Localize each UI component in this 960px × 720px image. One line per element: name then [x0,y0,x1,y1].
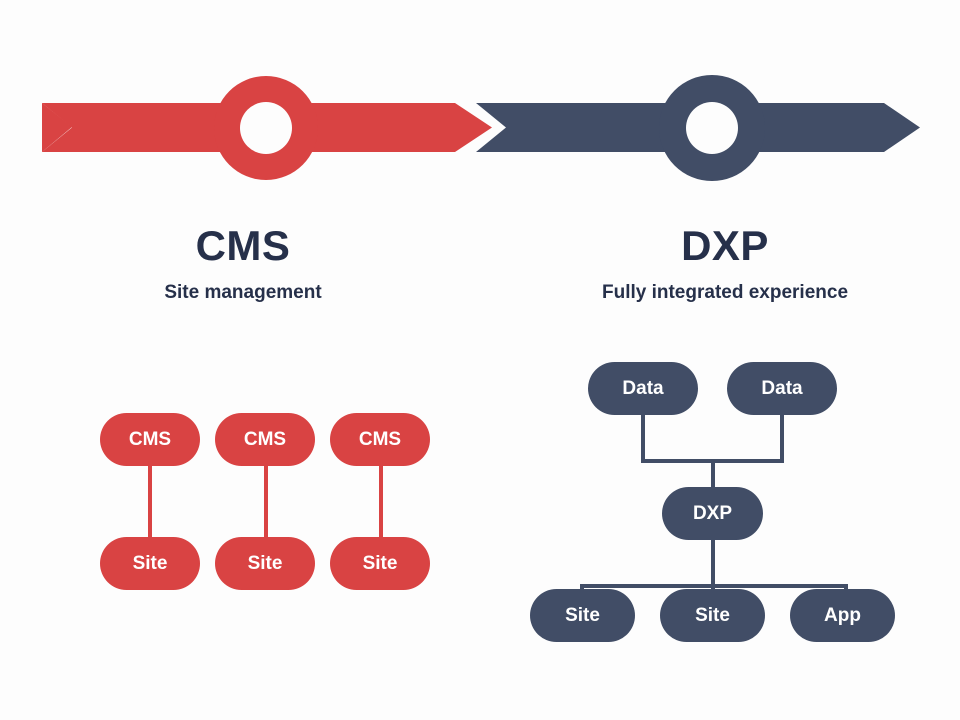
node-label: Site [565,604,600,626]
node-dxp-site-2[interactable]: Site [660,589,765,642]
banner-arrow-svg [42,75,920,181]
dxp-title: DXP [681,222,769,269]
edge-cms1-site1 [148,460,152,542]
node-site-2[interactable]: Site [215,537,315,590]
node-label: CMS [243,428,287,450]
node-dxp-app-1[interactable]: App [790,589,895,642]
edge-cms2-site2 [264,460,268,542]
column-headings: CMS Site management DXP Fully integrated… [0,222,960,322]
red-milestone-hole [240,102,292,154]
dxp-architecture-diagram: Data Data DXP Site Site App [480,330,960,670]
node-cms-1[interactable]: CMS [100,413,200,466]
edge-data2-down [780,410,784,462]
node-site-1[interactable]: Site [100,537,200,590]
node-cms-3[interactable]: CMS [330,413,430,466]
dxp-subtitle: Fully integrated experience [601,282,849,303]
node-label: Site [362,552,398,574]
node-dxp-site-1[interactable]: Site [530,589,635,642]
edge-junction-to-dxp [711,459,715,491]
node-label: Site [132,552,168,574]
node-label: Site [695,604,730,626]
node-label: DXP [692,502,733,524]
edge-cms3-site3 [379,460,383,542]
edge-dxp-down [711,535,715,587]
cms-architecture-diagram: CMS CMS CMS Site Site Site [0,330,480,670]
node-site-3[interactable]: Site [330,537,430,590]
node-cms-2[interactable]: CMS [215,413,315,466]
red-arrow-segment [42,103,72,152]
node-data-1[interactable]: Data [588,362,698,415]
node-dxp-hub[interactable]: DXP [662,487,763,540]
journey-banner [0,40,960,220]
node-label: Data [761,377,803,399]
diagram-area: CMS CMS CMS Site Site Site [0,330,960,670]
navy-milestone-hole [686,102,738,154]
node-label: CMS [128,428,172,450]
dxp-heading-group: DXP Fully integrated experience [478,222,960,322]
cms-subtitle: Site management [164,282,322,303]
cms-heading-group: CMS Site management [0,222,478,322]
edge-data1-down [641,410,645,462]
node-label: Site [247,552,283,574]
node-data-2[interactable]: Data [727,362,837,415]
cms-title: CMS [195,222,291,269]
node-label: CMS [358,428,402,450]
node-label: Data [622,377,664,399]
node-label: App [824,604,861,626]
